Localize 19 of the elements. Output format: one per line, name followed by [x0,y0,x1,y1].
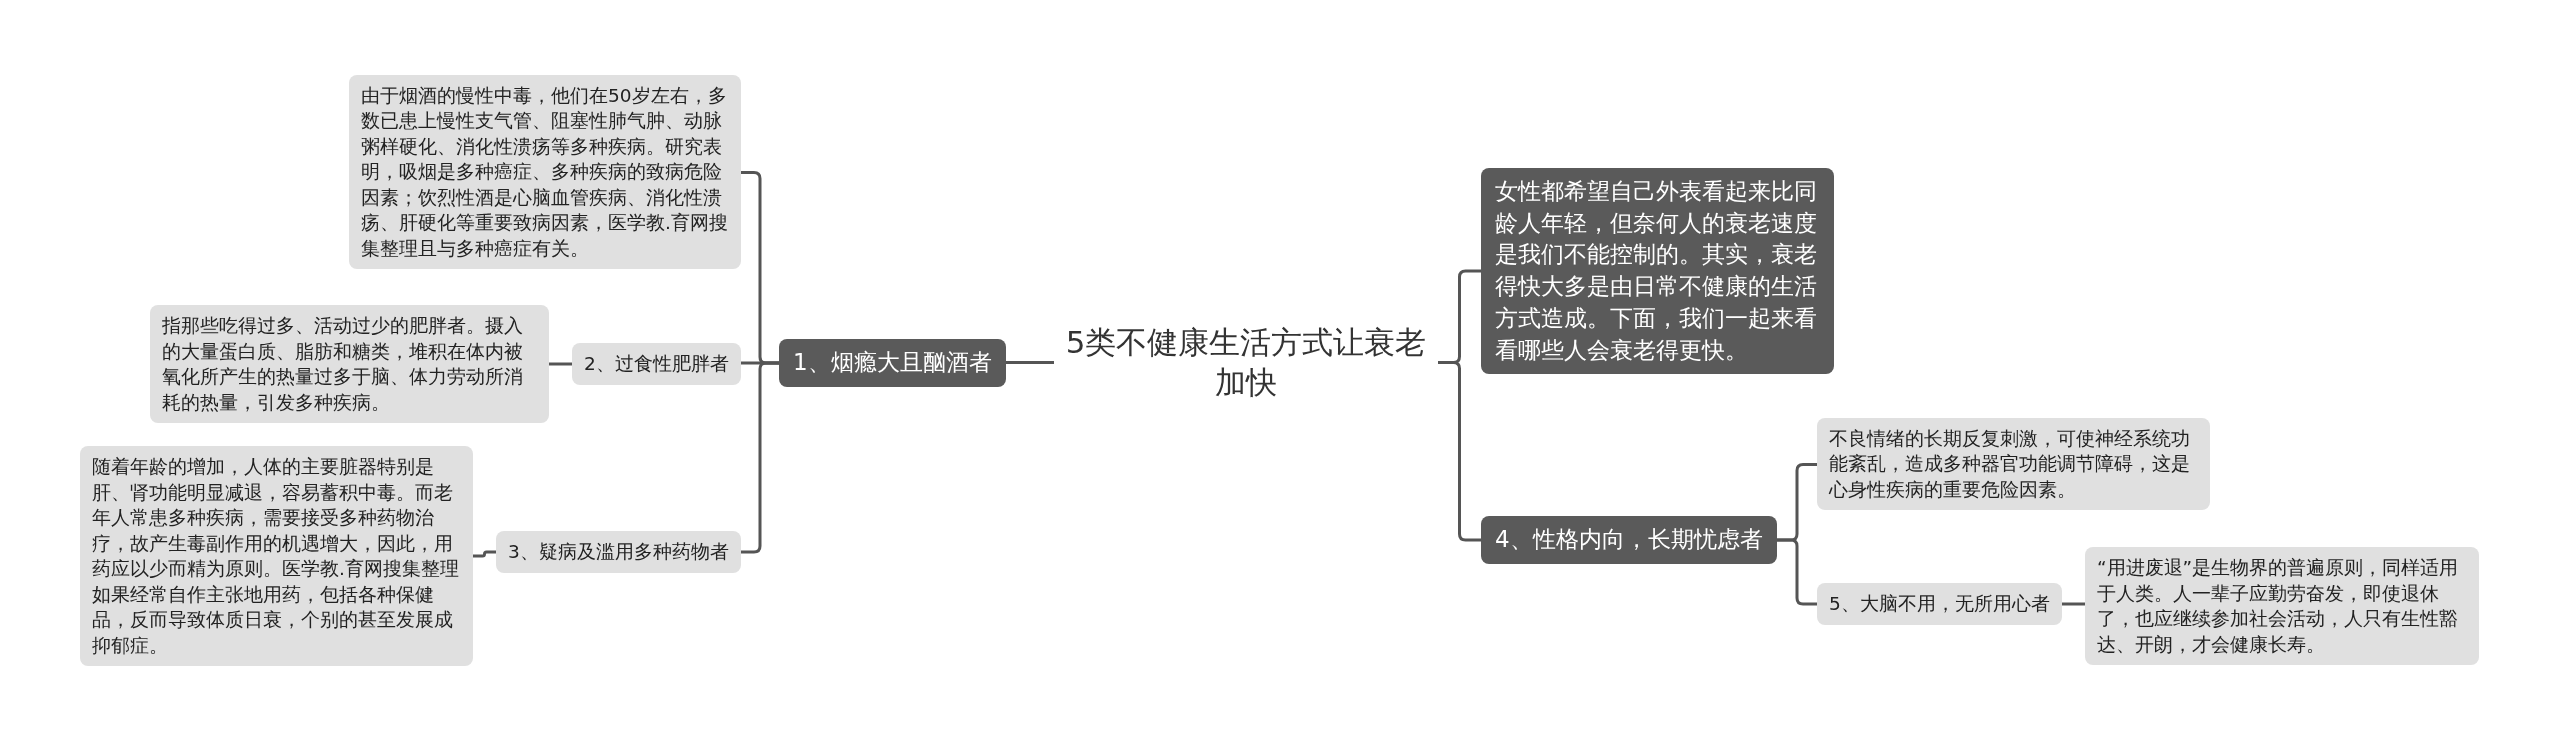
note-box: 由于烟酒的慢性中毒，他们在50岁左右，多数已患上慢性支气管、阻塞性肺气肿、动脉粥样硬化、消化性溃疡等多种疾病。研究表明，吸烟是多种癌症、多种疾病的致病危险因素；饮烈性酒是心脑血管疾病、消化性溃疡、肝硬化等重要致病因素，医学教.育网搜集整理且与多种癌症有关。 [349,74,741,270]
subtopic-box: 3、疑病及滥用多种药物者 [496,531,741,573]
note-box: 不良情绪的长期反复刺激，可使神经系统功能紊乱，造成多种器官功能调节障碍，这是心身性疾病的重要危险因素。 [1817,417,2210,511]
connector-line [1777,538,1817,606]
connector-line [473,550,496,558]
connector-line [2062,602,2085,606]
topic-box: 女性都希望自己外表看起来比同龄人年轻，但奈何人的衰老速度是我们不能控制的。其实，衰老得快大多是由日常不健康的生活方式造成。下面，我们一起来看看哪些人会衰老得更快。 [1481,168,1834,375]
note-box: 指那些吃得过多、活动过少的肥胖者。摄入的大量蛋白质、脂肪和糖类，堆积在体内被氧化所产生的热量过多于脑、体力劳动所消耗的热量，引发多种疾病。 [150,305,549,424]
note-box: 随着年龄的增加，人体的主要脏器特别是肝、肾功能明显减退，容易蓄积中毒。而老年人常患多种疾病，需要接受多种药物治疗，故产生毒副作用的机遇增大，因此，用药应以少而精为原则。医学教.育网搜集整理如果经常自作主张地用药，包括各种保健品，反而导致体质日衰，个别的甚至发展成抑郁症。 [80,446,473,667]
connector-line [1438,361,1481,542]
connector-line [549,362,572,366]
connector-line [1006,361,1054,364]
topic-box: 1、烟瘾大且酗酒者 [779,339,1006,387]
central-topic: 5类不健康生活方式让衰老加快 [1054,321,1438,403]
note-box: “用进废退”是生物界的普遍原则，同样适用于人类。人一辈子应勤劳奋发，即使退休了，也应继续参加社会活动，人只有生性豁达、开朗，才会健康长寿。 [2085,547,2479,666]
subtopic-box: 2、过食性肥胖者 [572,343,741,385]
topic-box: 4、性格内向，长期忧虑者 [1481,516,1777,564]
subtopic-box: 5、大脑不用，无所用心者 [1817,583,2062,625]
connector-line [741,361,779,554]
